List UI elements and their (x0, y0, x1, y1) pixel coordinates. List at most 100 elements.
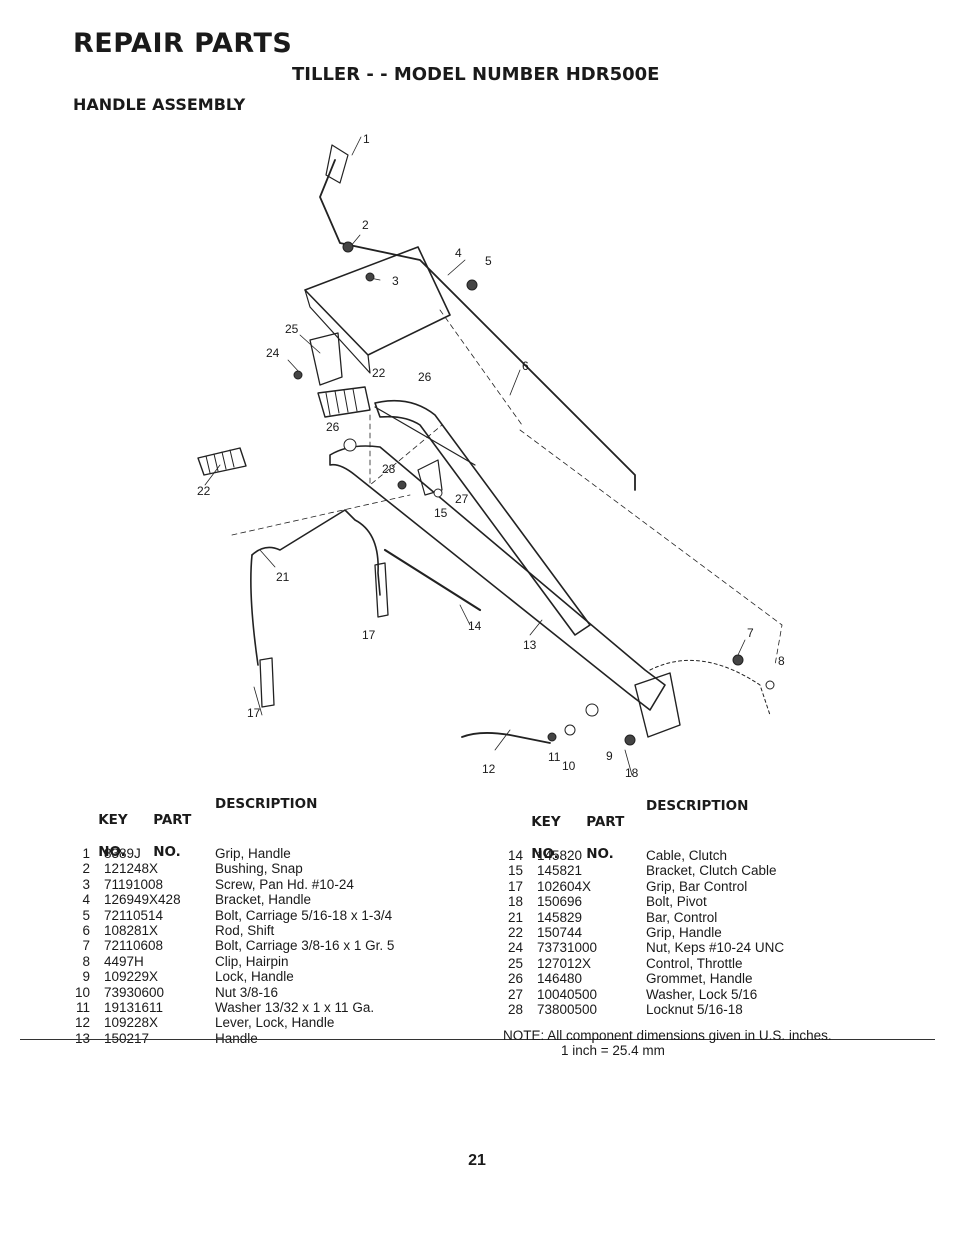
part-number: 145821 (537, 863, 583, 879)
part-description: Bushing, Snap (215, 861, 303, 877)
part-number: 4497H (104, 953, 144, 969)
divider-rule (20, 1039, 935, 1040)
key-number: 4 (82, 892, 90, 908)
callout: 11 (548, 750, 561, 764)
callout: 10 (562, 759, 576, 773)
key-number: 13 (74, 1030, 90, 1046)
washer (564, 724, 576, 736)
part-number: 150696 (537, 894, 583, 910)
callout: 22 (197, 484, 211, 498)
shift-rod (319, 159, 636, 491)
part-number: 121248X (104, 861, 159, 877)
page-number: 21 (468, 1152, 486, 1169)
part-description: Nut 3/8-16 (215, 984, 279, 1000)
part-number: 127012X (537, 955, 592, 971)
callout: 12 (482, 762, 496, 776)
part-number: 72110608 (104, 938, 164, 954)
desc-col-header: DESCRIPTION (215, 796, 318, 812)
key-number: 10 (74, 984, 90, 1000)
callout: 26 (326, 420, 340, 434)
grommet (343, 438, 357, 452)
part-number: 72110514 (104, 907, 164, 923)
part-col-header: PART NO. (586, 814, 625, 862)
part-col-header: PART NO. (153, 812, 192, 860)
table-row: 3 71191008 Screw, Pan Hd. #10-24 (70, 877, 470, 892)
callout: 21 (276, 570, 290, 584)
part-description: Screw, Pan Hd. #10-24 (215, 876, 354, 892)
key-number: 2 (82, 861, 90, 877)
part-description: Grip, Handle (646, 924, 722, 940)
part-description: Handle (215, 1030, 258, 1046)
table-row: 2 121248X Bushing, Snap (70, 861, 470, 876)
table-row: 10 73930600 Nut 3/8-16 (70, 985, 470, 1000)
callout: 22 (372, 366, 386, 380)
callout: 18 (625, 766, 639, 780)
key-number: 28 (507, 1001, 523, 1017)
part-number: 71191008 (104, 876, 164, 892)
callout: 7 (747, 626, 754, 640)
right-grip (317, 386, 371, 418)
key-number: 3 (82, 876, 90, 892)
part-description: Bracket, Clutch Cable (646, 863, 777, 879)
part-number: 150217 (104, 1030, 150, 1046)
key-col-header: KEY NO. (531, 814, 561, 862)
part-description: Grommet, Handle (646, 971, 753, 987)
callout: 27 (455, 492, 469, 506)
part-description: Rod, Shift (215, 922, 275, 938)
table-row: 15 145821 Bracket, Clutch Cable (503, 863, 923, 878)
key-number: 22 (507, 924, 523, 940)
key-number: 26 (507, 971, 523, 987)
part-description: Bolt, Carriage 3/8-16 x 1 Gr. 5 (215, 938, 395, 954)
callout: 2 (362, 218, 369, 232)
key-number: 1 (82, 846, 90, 861)
key-number: 18 (507, 894, 523, 910)
part-description: Control, Throttle (646, 955, 743, 971)
nut (547, 732, 557, 742)
table-row: 13 150217 Handle (70, 1031, 470, 1046)
table-row: 18 150696 Bolt, Pivot (503, 894, 923, 909)
clutch-cable-bracket (417, 459, 443, 496)
part-description: Nut, Keps #10-24 UNC (646, 940, 785, 956)
keps-nut (293, 370, 303, 380)
clutch-cable (383, 548, 482, 612)
part-number: 109228X (104, 1015, 159, 1031)
screw (365, 272, 375, 282)
lock-lever (461, 732, 551, 744)
left-grip (197, 447, 247, 476)
callout: 9 (606, 749, 613, 763)
key-number: 6 (82, 922, 90, 938)
key-number: 15 (507, 863, 523, 879)
part-description: Washer, Lock 5/16 (646, 986, 758, 1002)
part-number: 145820 (537, 848, 583, 863)
part-number: 73930600 (104, 984, 165, 1000)
part-description: Bolt, Pivot (646, 894, 707, 910)
callout: 24 (266, 346, 280, 360)
callout: 1 (363, 132, 370, 146)
lock-washer (433, 488, 443, 498)
model-subtitle: TILLER - - MODEL NUMBER HDR500E (292, 64, 660, 85)
part-description: Bracket, Handle (215, 892, 312, 908)
handle-tube (329, 445, 666, 711)
part-number: 73800500 (537, 1001, 598, 1017)
note-conversion: 1 inch = 25.4 mm (561, 1043, 665, 1058)
part-number: 19131611 (104, 999, 164, 1015)
callout: 26 (418, 370, 432, 384)
throttle-control (309, 332, 343, 386)
part-description: Lock, Handle (215, 969, 294, 985)
handle-lock (585, 703, 599, 717)
key-number: 12 (74, 1015, 90, 1031)
